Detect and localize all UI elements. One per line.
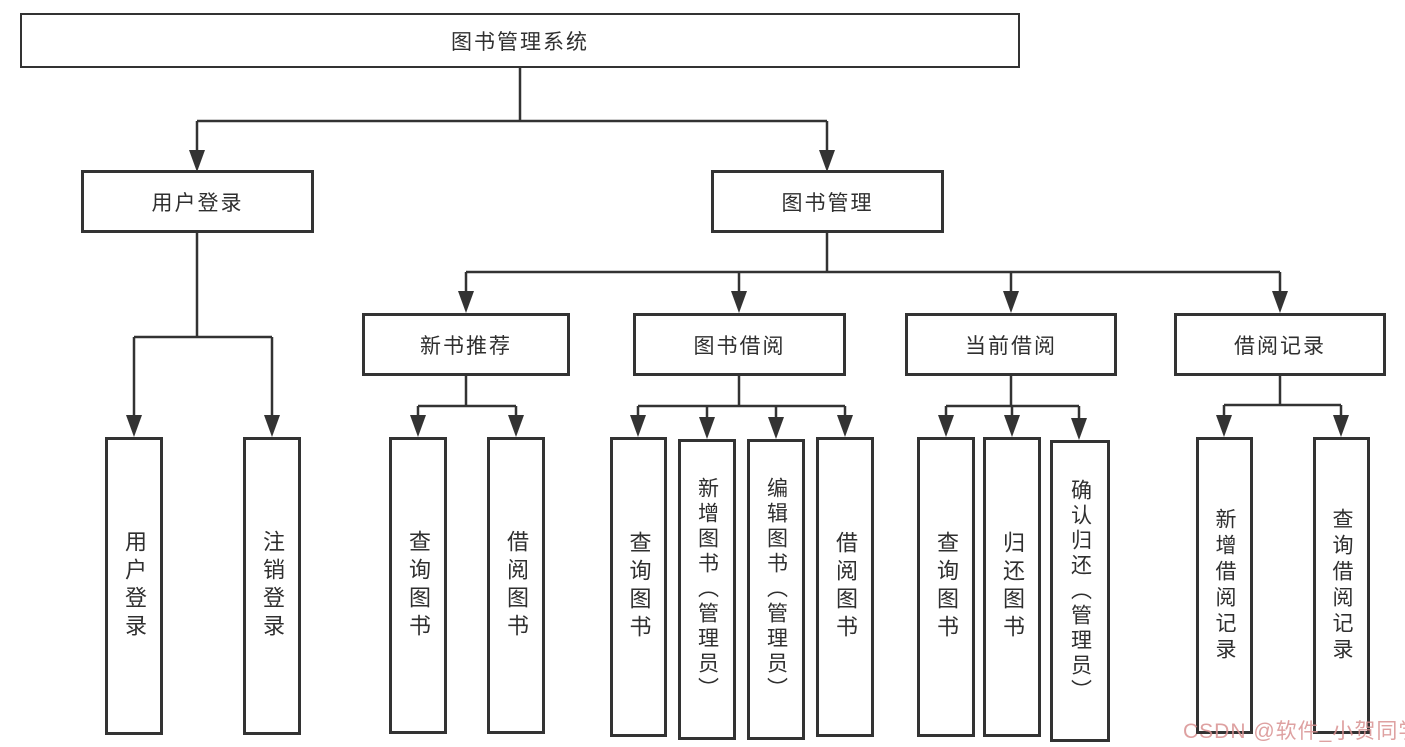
node-borrow-books-recommend: 借阅图书: [487, 437, 545, 734]
connector-book-borrow-children: [636, 376, 847, 418]
arrowheads-level1: [189, 150, 835, 172]
node-add-books-admin: 新增图书（管理员）: [678, 439, 736, 740]
arrowheads-current-borrow-children: [938, 415, 1087, 440]
node-borrow-books-leaf: 借阅图书: [816, 437, 874, 737]
node-query-books-borrow: 查询图书: [610, 437, 667, 737]
node-add-borrow-record: 新增借阅记录: [1196, 437, 1253, 734]
node-return-books: 归还图书: [983, 437, 1041, 737]
node-query-books-recommend: 查询图书: [389, 437, 447, 734]
node-current-borrow: 当前借阅: [905, 313, 1117, 376]
connector-user-login-children: [132, 233, 274, 416]
arrowheads-level2: [458, 291, 1288, 313]
node-user-login-leaf: 用户登录: [105, 437, 163, 735]
node-query-borrow-record: 查询借阅记录: [1313, 437, 1370, 734]
arrowheads-new-book-children: [410, 415, 524, 437]
node-confirm-return-admin: 确认归还（管理员）: [1050, 440, 1110, 742]
node-query-books-current: 查询图书: [917, 437, 975, 737]
node-new-book-recommend: 新书推荐: [362, 313, 570, 376]
connector-book-management-groups: [464, 233, 1282, 292]
arrowheads-book-borrow-children: [630, 415, 853, 439]
arrowheads-borrow-records-children: [1216, 415, 1349, 437]
connector-root-to-level1: [195, 68, 829, 151]
node-edit-books-admin: 编辑图书（管理员）: [747, 439, 805, 740]
arrowheads-user-login-children: [126, 415, 280, 437]
connector-current-borrow-children: [944, 376, 1081, 419]
node-book-management: 图书管理: [711, 170, 944, 233]
connector-new-book-children: [416, 376, 518, 416]
node-library-management-system: 图书管理系统: [20, 13, 1020, 68]
node-user-login: 用户登录: [81, 170, 314, 233]
node-book-borrow: 图书借阅: [633, 313, 846, 376]
csdn-watermark: CSDN @软件_小贺同学: [1183, 720, 1405, 743]
connector-borrow-records-children: [1222, 376, 1343, 416]
node-logout-leaf: 注销登录: [243, 437, 301, 735]
node-borrow-records: 借阅记录: [1174, 313, 1386, 376]
